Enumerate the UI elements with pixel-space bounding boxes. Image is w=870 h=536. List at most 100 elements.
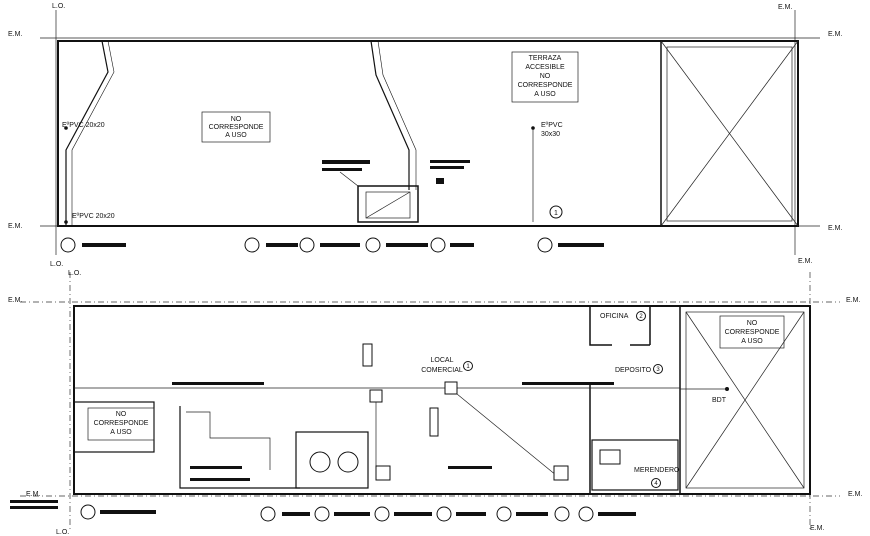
box-left-line-2: CORRESPONDE — [94, 420, 149, 427]
top-building-outline — [57, 40, 799, 227]
pipe-label-left-bottom: EºPVC 20x20 — [72, 213, 115, 220]
drain-label-right — [522, 382, 614, 385]
pipe-dot-3 — [531, 126, 535, 130]
annotation-bar-2 — [322, 168, 362, 171]
em-label-right-2: E.M. — [828, 225, 842, 232]
em-label-left-3: E.M. — [8, 297, 22, 304]
no-uso-box-right — [719, 315, 785, 349]
local-num-circle — [463, 361, 473, 371]
void-inner — [666, 46, 793, 222]
lower-annotation-3 — [448, 466, 492, 469]
dim-symbol-5 — [430, 237, 446, 253]
dim-symbol-b2 — [260, 506, 276, 522]
top-plan: L.O. E.M. E.M. E.M. E.M. E.M. L.O. E.M. … — [8, 3, 842, 268]
dim-symbol-b5 — [436, 506, 452, 522]
local-label-1: LOCAL — [431, 357, 454, 364]
central-core — [357, 185, 419, 223]
dim-text-1 — [82, 243, 126, 247]
bdt-label: BDT — [712, 397, 727, 404]
fixture-box-2 — [553, 465, 569, 481]
box-right-line-3: A USO — [741, 338, 763, 345]
lower-wall-inner — [186, 411, 271, 470]
no-uso-box-left — [87, 407, 155, 441]
em-label-bottom: E.M. — [810, 525, 824, 532]
merendero-num-circle — [651, 478, 661, 488]
local-num: 1 — [466, 364, 470, 370]
dim-text-b3 — [334, 512, 370, 516]
no-uso-box-top — [201, 111, 271, 143]
local-label-2: COMERCIAL — [421, 367, 463, 374]
top-dimension-row — [60, 237, 604, 253]
mid-slanted-wall-inner — [377, 40, 417, 190]
dim-symbol-b4 — [374, 506, 390, 522]
marker-1-num: 1 — [554, 210, 558, 217]
oficina-label: OFICINA — [600, 313, 629, 320]
fixture-round-1 — [309, 451, 331, 473]
annotation-bar-1 — [322, 160, 370, 164]
leader-line — [339, 171, 359, 187]
dim-text-b1 — [100, 510, 156, 514]
core-diagonal — [365, 191, 411, 219]
terraza-line-2: ACCESIBLE — [525, 64, 565, 71]
bottom-building-outline — [73, 305, 811, 495]
void-cross-2 — [660, 40, 799, 227]
terraza-box — [511, 51, 579, 103]
merendero-num: 4 — [654, 481, 658, 487]
dim-text-2 — [266, 243, 298, 247]
pipe-dot-1 — [64, 126, 68, 130]
fixture-block — [436, 178, 444, 184]
em-label-mid: E.M. — [798, 258, 812, 265]
dim-symbol-b7 — [554, 506, 570, 522]
pipe-right-label-1: EºPVC — [541, 122, 563, 129]
terraza-line-3: NO — [540, 73, 551, 80]
em-label-left-1: E.M. — [8, 31, 22, 38]
no-uso-line-1: NO — [231, 116, 242, 123]
box-right-line-2: CORRESPONDE — [725, 329, 780, 336]
box-right-line-1: NO — [747, 320, 758, 327]
fixture-box-1 — [375, 465, 391, 481]
box-left-line-3: A USO — [110, 429, 132, 436]
box-left-line-1: NO — [116, 411, 127, 418]
lo-label-low: L.O. — [68, 270, 81, 277]
merendero-label: MERENDERO — [634, 467, 680, 474]
inspection-box-2 — [369, 389, 383, 403]
dim-text-3 — [320, 243, 360, 247]
oficina-num-circle — [636, 311, 646, 321]
dim-text-5 — [450, 243, 474, 247]
em-label-left-4: E.M. — [26, 491, 40, 498]
left-slanted-wall — [65, 40, 109, 226]
annotation-bar-4 — [430, 166, 464, 169]
deposito-num-circle — [653, 364, 663, 374]
void-inner-bottom — [685, 311, 805, 489]
bottom-plan: L.O. E.M. E.M. E.M. E.M. L.O. E.M. OFICI… — [8, 270, 862, 536]
pipe-label-left-top: EºPVC 20x20 — [62, 122, 105, 129]
corner-note-2 — [10, 506, 58, 509]
terraza-line-1: TERRAZA — [529, 55, 562, 62]
terraza-line-4: CORRESPONDE — [518, 82, 573, 89]
column-2 — [429, 407, 439, 437]
dim-symbol-b8 — [578, 506, 594, 522]
drain-diagonal — [456, 393, 563, 481]
lower-wall-1 — [179, 406, 300, 489]
terraza-line-5: A USO — [534, 91, 556, 98]
lower-annotation-2 — [190, 478, 250, 481]
corner-note-1 — [10, 500, 58, 503]
lower-annotation-1 — [190, 466, 242, 469]
dim-symbol-1 — [60, 237, 76, 253]
dim-text-b2 — [282, 512, 310, 516]
marker-circle-1 — [549, 205, 563, 219]
merendero-fixture — [599, 449, 621, 465]
inspection-box — [444, 381, 458, 395]
em-label-left-2: E.M. — [8, 223, 22, 230]
dim-symbol-b6 — [496, 506, 512, 522]
deposito-num: 3 — [656, 367, 660, 373]
dim-text-6 — [558, 243, 604, 247]
dim-text-b4 — [394, 512, 432, 516]
merendero-room — [591, 439, 679, 491]
fixture-round-2 — [337, 451, 359, 473]
bottom-dimension-row — [10, 500, 636, 522]
dim-text-b6 — [516, 512, 548, 516]
annotation-bar-3 — [430, 160, 470, 163]
drain-label-left — [172, 382, 264, 385]
